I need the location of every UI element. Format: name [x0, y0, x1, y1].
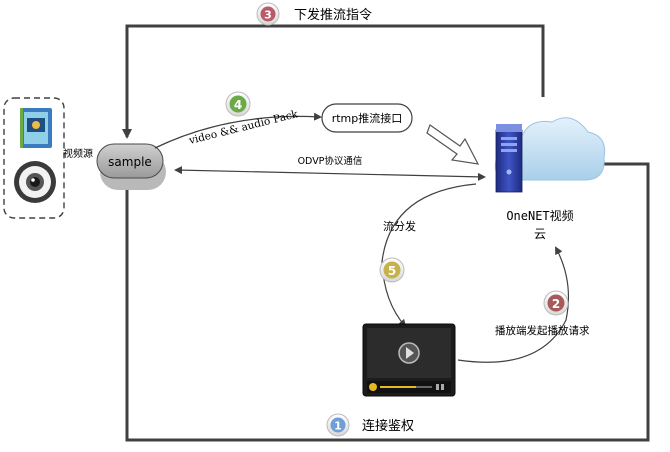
step3-label: 下发推流指令: [294, 7, 372, 23]
step4-badge-number: 4: [234, 98, 242, 112]
odvp-label: ODVP协议通信: [298, 155, 363, 167]
step1-badge-number: 1: [334, 420, 342, 433]
rtmp-push-node: rtmp推流接口: [321, 103, 413, 133]
play-request-label: 播放端发起播放请求: [495, 324, 590, 337]
step4-badge: 4: [225, 91, 251, 117]
step2-badge: 2: [543, 290, 569, 316]
video-player: [362, 323, 456, 397]
cloud-label-line2: 云: [534, 227, 546, 241]
rtmp-to-cloud-arrow: [426, 124, 480, 165]
sample-node-label: sample: [108, 155, 152, 169]
video-source-label: 视频源: [63, 147, 93, 160]
edge-step4-av-pack: [154, 112, 322, 149]
stream-dist-label: 流分发: [383, 219, 416, 233]
step2-badge-number: 2: [552, 297, 560, 311]
step5-badge: 5: [379, 257, 405, 283]
server-icon: [495, 124, 523, 193]
step1-badge: 1: [326, 413, 350, 437]
player-control-icon: [369, 383, 377, 391]
edge-step1-auth: [125, 159, 650, 442]
rtmp-node-label: rtmp推流接口: [332, 111, 403, 125]
edge-step3-push-command: [122, 24, 545, 139]
webcam-icon: [14, 161, 56, 203]
edge-step2-play-request: [457, 246, 570, 363]
step5-badge-number: 5: [388, 264, 396, 278]
sample-node: sample: [96, 143, 166, 190]
step1-label: 连接鉴权: [362, 418, 414, 434]
video-source-group: [3, 97, 65, 219]
onenet-cloud: [494, 117, 606, 193]
play-icon: [398, 342, 420, 364]
edge-step5-stream-dist: [381, 183, 477, 328]
video-file-icon: [20, 108, 52, 148]
step3-badge-number: 3: [264, 9, 272, 22]
edge-odvp: [174, 166, 486, 181]
cloud-label-line1: OneNET视频: [506, 208, 573, 223]
step3-badge: 3: [256, 2, 280, 26]
